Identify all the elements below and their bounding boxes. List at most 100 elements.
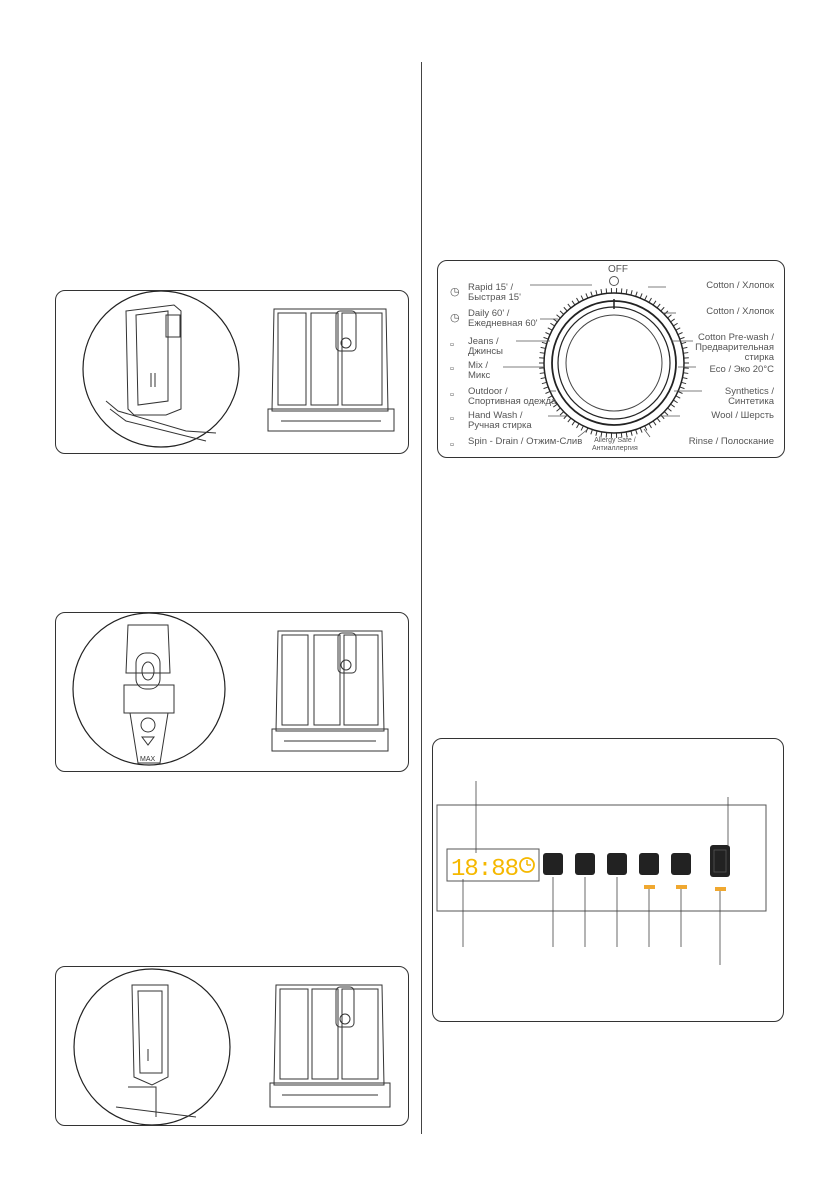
clock-icon: ◷ <box>450 312 460 324</box>
dial-program-left-7: Spin - Drain / Отжим-Слив <box>468 436 583 447</box>
off-label: OFF <box>608 264 628 275</box>
dial-tick <box>670 318 675 323</box>
dial-tick <box>679 386 685 390</box>
dial-tick <box>679 336 685 340</box>
dial-tick <box>545 332 551 335</box>
indicator-led-1 <box>644 885 655 889</box>
dial-program-right-4: Eco / Эко 20°C <box>709 364 774 375</box>
button-4[interactable] <box>639 853 659 875</box>
program-dial-panel: OFF ◷Rapid 15' /Быстрая 15'◷Daily 60' /Е… <box>437 260 785 458</box>
dial-tick <box>556 314 561 319</box>
dial-tick <box>673 399 678 404</box>
dial-program-left-3: Jeans /Джинсы <box>468 336 503 357</box>
dial-program-right-7: Rinse / Полоскание <box>688 436 774 447</box>
dial-tick <box>545 391 551 394</box>
button-2[interactable] <box>575 853 595 875</box>
drawer-max-illustration: MAX <box>72 613 389 766</box>
dial-tick <box>541 341 547 345</box>
dial-tick <box>543 336 549 340</box>
figure-drawer-insert-3 <box>55 966 409 1126</box>
button-5[interactable] <box>671 853 691 875</box>
button-3[interactable] <box>607 853 627 875</box>
start-pause-button[interactable] <box>710 845 730 877</box>
dial-tick <box>547 327 553 331</box>
digital-display: 18:88 <box>451 856 518 883</box>
dial-tick <box>683 352 689 354</box>
dial-tick <box>605 288 608 294</box>
dial-tick <box>677 391 683 394</box>
dial-tick <box>682 346 688 349</box>
dial-tick <box>635 291 638 297</box>
dial-tick <box>639 427 643 433</box>
spin-icon: ▫ <box>450 439 454 451</box>
dial-tick <box>550 322 555 327</box>
dial-tick <box>656 417 661 423</box>
clock-icon: ◷ <box>450 286 460 298</box>
dial-tick <box>673 322 678 327</box>
dial-tick <box>576 297 580 303</box>
dial-tick <box>580 295 584 301</box>
dial-tick <box>682 377 688 380</box>
dial-tick <box>547 395 553 399</box>
dial-tick <box>559 310 564 315</box>
dial-tick <box>541 381 547 385</box>
dial-tick <box>580 425 584 431</box>
dial-tick <box>539 372 545 374</box>
dial-tick <box>605 432 608 438</box>
dial-tick <box>540 346 546 349</box>
dial-tick <box>683 372 689 374</box>
handwash-icon: ▫ <box>450 413 454 425</box>
mix-icon: ▫ <box>450 363 454 375</box>
indicator-led-2 <box>676 885 687 889</box>
dial-tick <box>630 430 633 436</box>
dial-tick <box>648 423 652 429</box>
drawer-removed-illustration <box>73 968 391 1125</box>
dial-tick <box>670 403 675 408</box>
indicator-led-3 <box>715 887 726 891</box>
max-label: MAX <box>140 756 156 763</box>
dial-program-right-1: Cotton / Хлопок <box>706 280 774 291</box>
dial-tick <box>590 429 593 435</box>
dial-tick <box>571 300 576 306</box>
figure-drawer-insert-2: MAX <box>55 612 409 772</box>
figure-drawer-insert-1 <box>55 290 409 454</box>
dial-tick <box>540 377 546 380</box>
dial-tick <box>675 395 681 399</box>
dial-tick <box>585 293 589 299</box>
dial-tick <box>667 314 672 319</box>
dial-tick <box>660 306 665 312</box>
dial-tick <box>656 303 661 309</box>
dial-tick <box>675 327 681 331</box>
button-1[interactable] <box>543 853 563 875</box>
dial-tick <box>567 417 572 423</box>
program-dial-graphic <box>503 276 702 438</box>
dial-tick <box>630 290 633 296</box>
dial-tick <box>595 290 598 296</box>
dial-tick <box>677 332 683 335</box>
dial-tick <box>543 386 549 390</box>
dial-tick <box>625 431 628 437</box>
dial-program-right-2: Cotton / Хлопок <box>706 306 774 317</box>
dial-tick <box>567 303 572 309</box>
dial-tick <box>664 411 669 416</box>
dial-tick <box>563 306 568 312</box>
dial-tick <box>652 420 657 426</box>
control-panel-figure: 18:88 <box>432 738 784 1022</box>
dial-tick <box>681 381 687 385</box>
dial-tick <box>600 289 603 295</box>
dial-program-left-5: Outdoor /Спортивная одежда <box>468 386 557 407</box>
dial-tick <box>639 293 643 299</box>
dial-tick <box>556 407 561 412</box>
dial-program-left-1: Rapid 15' /Быстрая 15' <box>468 282 521 303</box>
dial-tick <box>553 403 558 408</box>
dial-tick <box>553 318 558 323</box>
dial-tick <box>625 289 628 295</box>
dial-tick <box>576 423 580 429</box>
dial-program-left-6: Hand Wash /Ручная стирка <box>468 410 532 431</box>
dial-tick <box>539 352 545 354</box>
dial-tick <box>595 430 598 436</box>
dial-tick <box>590 291 593 297</box>
dial-tick <box>681 341 687 345</box>
dial-tick <box>559 411 564 416</box>
